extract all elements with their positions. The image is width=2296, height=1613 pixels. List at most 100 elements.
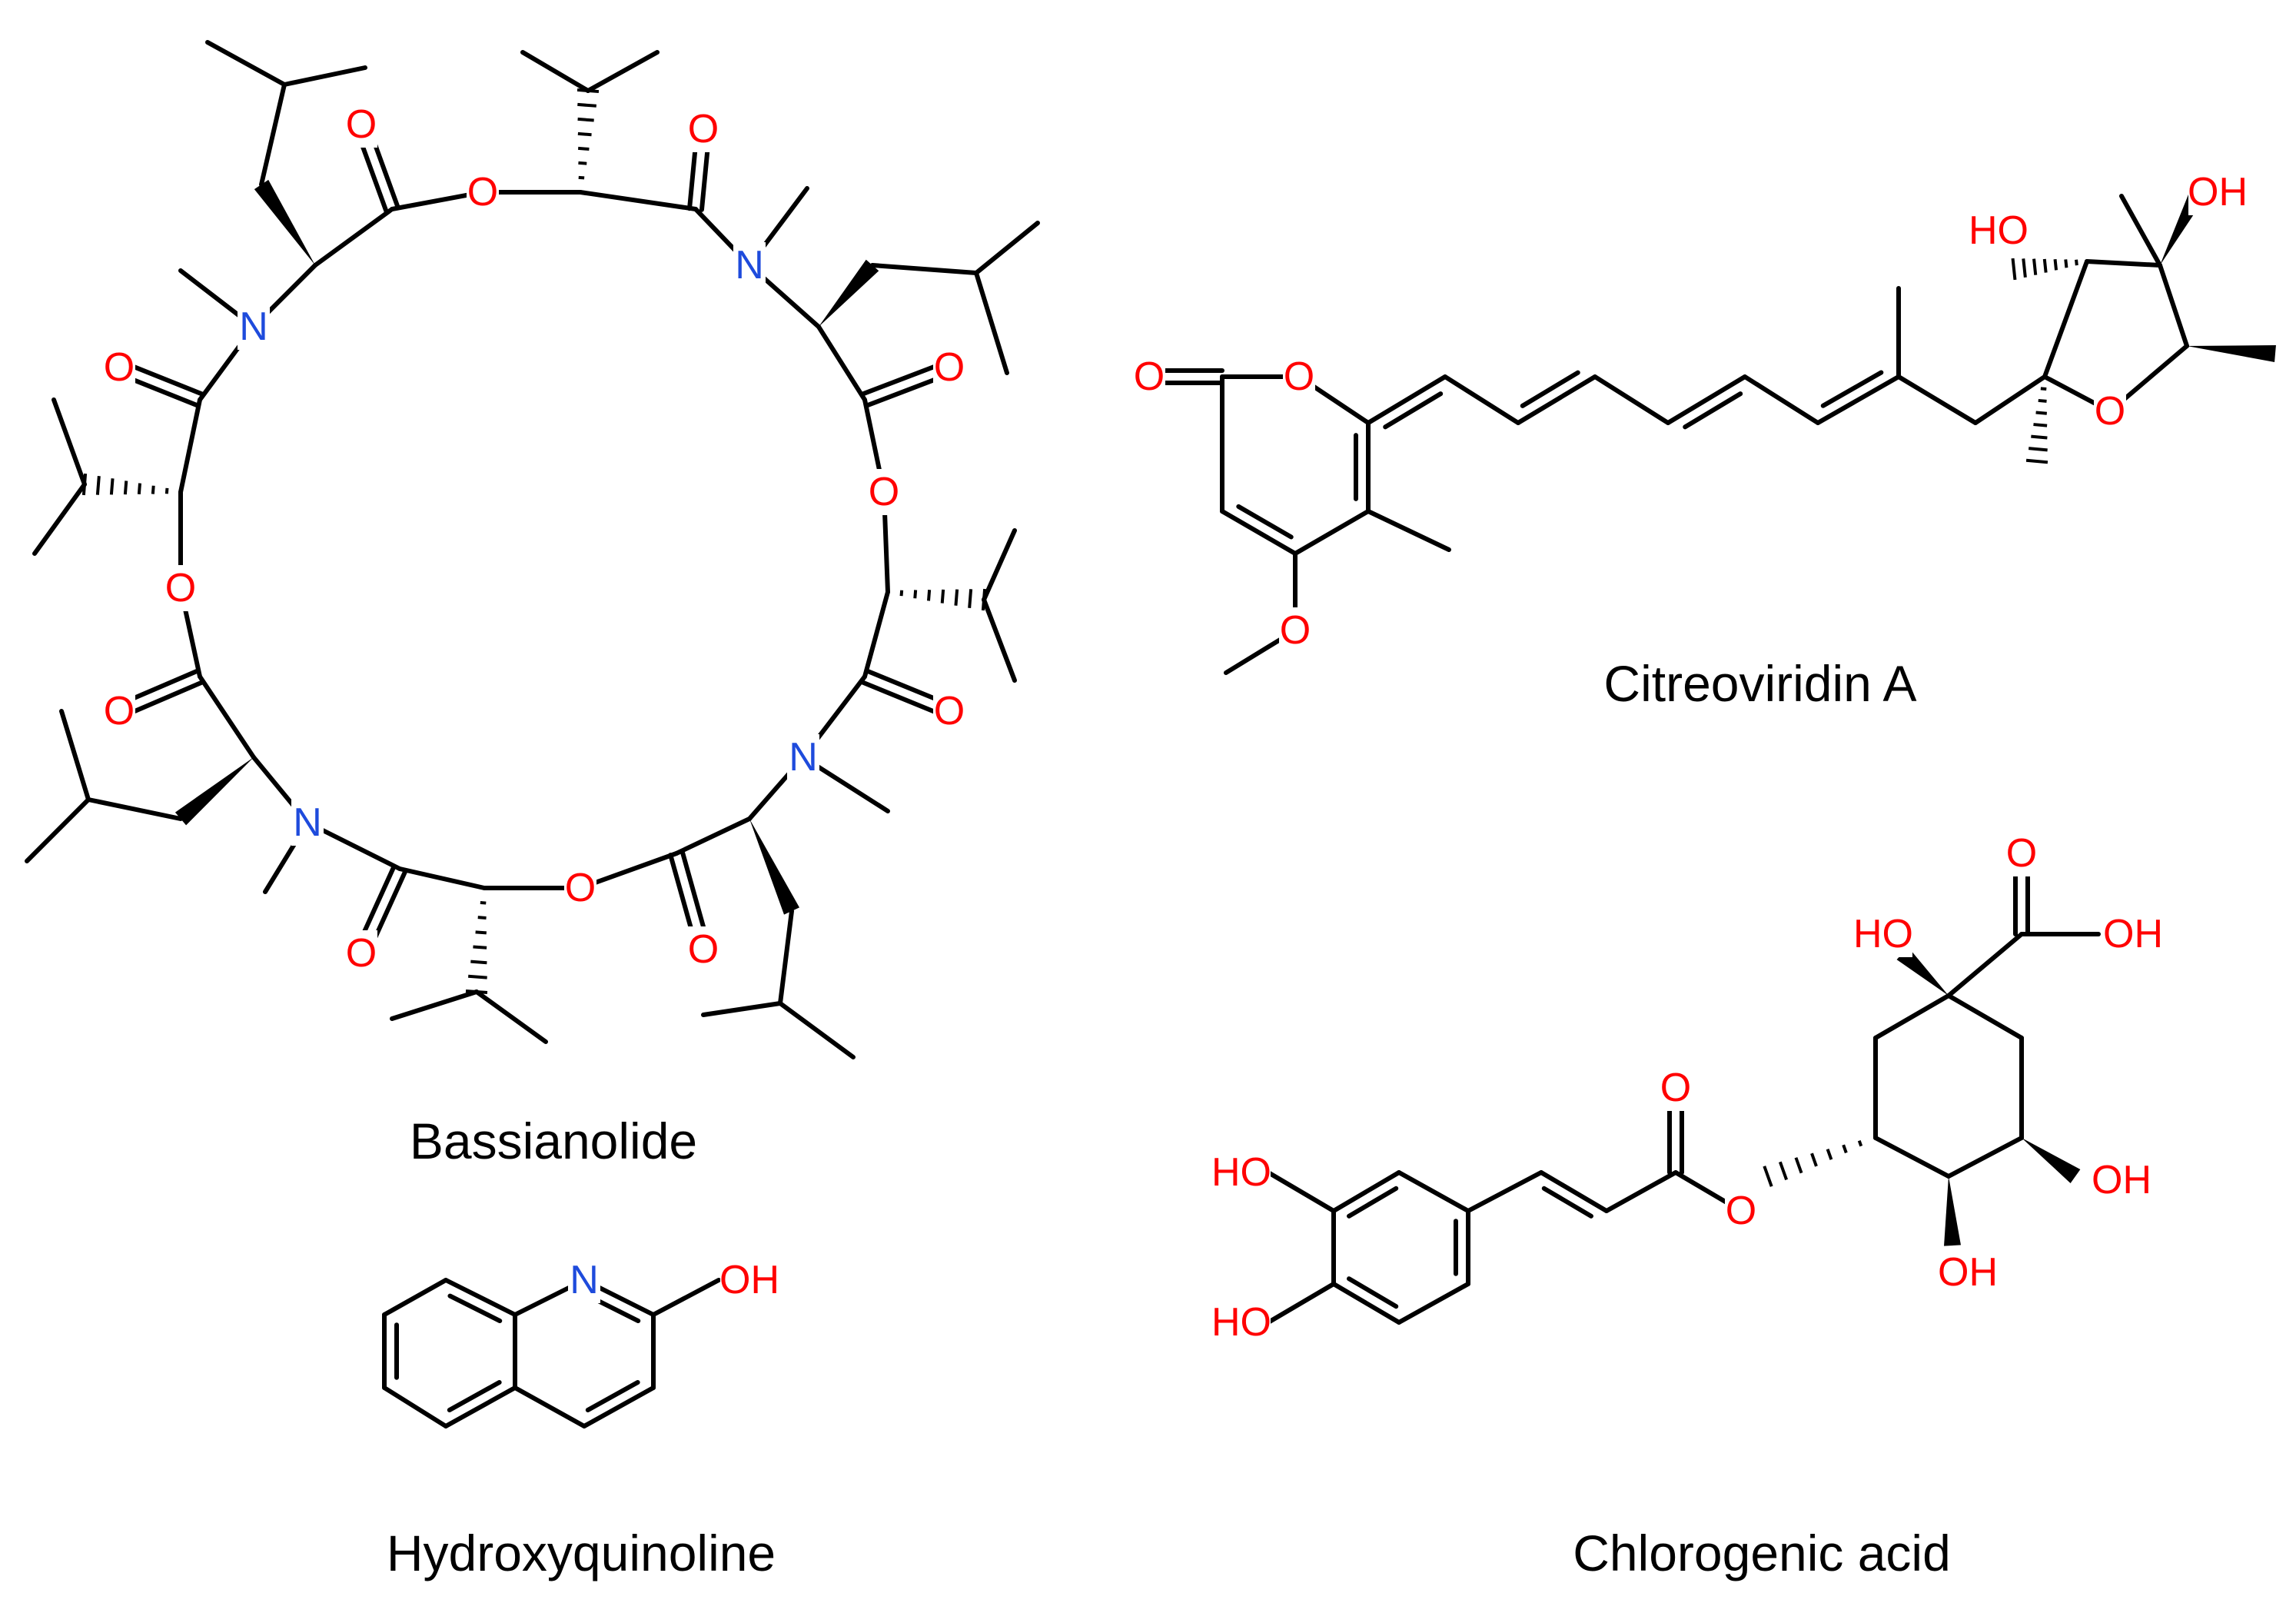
carbonyl-oxygen: O — [934, 689, 965, 733]
double-bond — [444, 1278, 517, 1317]
atom-label-bg — [687, 106, 719, 152]
carbonyl-bond — [860, 359, 950, 397]
caption-citreoviridin: Citreoviridin A — [1603, 655, 1916, 712]
hash-bond-stroke — [477, 916, 487, 920]
amide-nitrogen: N — [239, 304, 268, 349]
single-bond — [1293, 509, 1371, 556]
single-bond — [982, 597, 1017, 683]
atom-label-bg — [103, 344, 135, 391]
hydroxyl-label: HO — [1211, 1300, 1271, 1345]
single-bond — [1443, 374, 1520, 425]
ring-bond — [313, 207, 394, 268]
double-bond — [1539, 1170, 1609, 1213]
double-bond — [1220, 509, 1298, 556]
hash-bond-stroke — [468, 974, 487, 979]
carbonyl-bond — [859, 680, 949, 720]
single-bond — [651, 1278, 721, 1317]
hash-bond-stroke — [1763, 1166, 1773, 1187]
atom-label-bg — [2188, 169, 2247, 215]
ring-bond — [178, 397, 202, 494]
hydroxyl-label: OH — [2092, 1158, 2151, 1202]
hash-bond-stroke — [578, 161, 587, 165]
hash-bond-stroke — [151, 485, 155, 494]
atom-label-bg — [291, 800, 324, 846]
hash-bond-stroke — [475, 930, 487, 935]
ester-oxygen: O — [467, 170, 498, 215]
double-bond-inner — [1236, 504, 1294, 540]
single-bond — [2042, 259, 2089, 379]
single-bond — [1946, 932, 2024, 998]
single-bond — [974, 221, 1040, 275]
single-bond — [586, 50, 660, 93]
atom-label-bg — [868, 469, 900, 515]
wedge-bond — [2187, 345, 2276, 362]
single-bond — [778, 909, 794, 1006]
single-bond — [520, 50, 590, 93]
hash-bond-stroke — [123, 481, 128, 495]
hash-bond-stroke — [1794, 1157, 1803, 1174]
hydroxyl-label: OH — [719, 1258, 779, 1302]
atom-label-bg — [2005, 830, 2038, 876]
hydroxyl-label: HO — [1211, 1150, 1271, 1195]
hash-bond-stroke — [2025, 458, 2048, 464]
carbonyl-oxygen: O — [688, 107, 719, 151]
wedge-bond — [819, 259, 879, 327]
hash-bond-stroke — [164, 487, 169, 494]
double-bond-inner — [1520, 370, 1580, 408]
hash-bond-stroke — [968, 589, 973, 608]
single-bond — [259, 82, 287, 187]
atom-label-bg — [1279, 607, 1311, 654]
acid-hydroxyl-label: OH — [2103, 912, 2163, 956]
single-bond — [513, 1385, 586, 1428]
wedge-bond — [1896, 946, 1949, 996]
single-bond — [2085, 259, 2162, 268]
single-bond — [982, 528, 1017, 602]
hash-bond-stroke — [2035, 411, 2048, 415]
double-bond-inner — [1347, 1186, 1399, 1219]
single-bond — [205, 40, 287, 87]
single-bond — [1946, 993, 2024, 1040]
hash-bond-stroke — [1826, 1149, 1833, 1160]
atom-label-bg — [733, 242, 766, 288]
hash-bond-stroke — [577, 131, 592, 137]
methoxy-oxygen: O — [1280, 608, 1311, 653]
double-bond — [444, 1385, 517, 1428]
double-bond-inner — [1541, 1186, 1593, 1219]
atom-label-bg — [687, 926, 719, 973]
atom-label-bg — [1969, 208, 2028, 254]
hydroxyl-label: HO — [1969, 208, 2029, 253]
single-bond — [1873, 993, 1951, 1040]
ester-carbonyl-oxygen: O — [1660, 1066, 1691, 1110]
hash-bond-stroke — [95, 476, 101, 495]
atom-label-bg — [933, 688, 965, 734]
furan-oxygen: O — [2095, 389, 2125, 434]
ring-bond — [578, 190, 698, 211]
atom-label-bg — [1283, 354, 1315, 400]
single-bond — [1266, 1282, 1336, 1325]
wedge-bond — [1944, 1176, 1961, 1246]
atom-label-bg — [564, 865, 596, 911]
single-bond — [1593, 374, 1670, 425]
carbonyl-oxygen: O — [934, 345, 965, 390]
hydroxyl-label: OH — [1938, 1250, 1998, 1295]
hash-bond-stroke — [2075, 259, 2078, 266]
wedge-bond — [174, 757, 254, 826]
hydroxyl-label: HO — [1853, 912, 1913, 956]
hash-bond-stroke — [2032, 258, 2038, 275]
single-bond — [282, 65, 367, 87]
hydroxyl-label: OH — [2188, 170, 2248, 215]
single-bond — [1946, 1136, 2024, 1179]
ester-oxygen: O — [165, 566, 196, 610]
single-bond — [2119, 194, 2162, 268]
ester-oxygen: O — [1726, 1189, 1756, 1233]
double-bond-inner — [1820, 370, 1884, 408]
hash-bond-stroke — [1778, 1161, 1789, 1181]
carbonyl-oxygen: O — [104, 345, 135, 390]
single-bond — [1873, 1136, 1951, 1179]
atom-label-bg — [1212, 1299, 1271, 1345]
atom-label-bg — [103, 688, 135, 734]
hash-bond-stroke — [1810, 1152, 1818, 1167]
hash-bond-stroke — [470, 959, 487, 965]
caption-hydroxyquinoline: Hydroxyquinoline — [387, 1525, 776, 1581]
